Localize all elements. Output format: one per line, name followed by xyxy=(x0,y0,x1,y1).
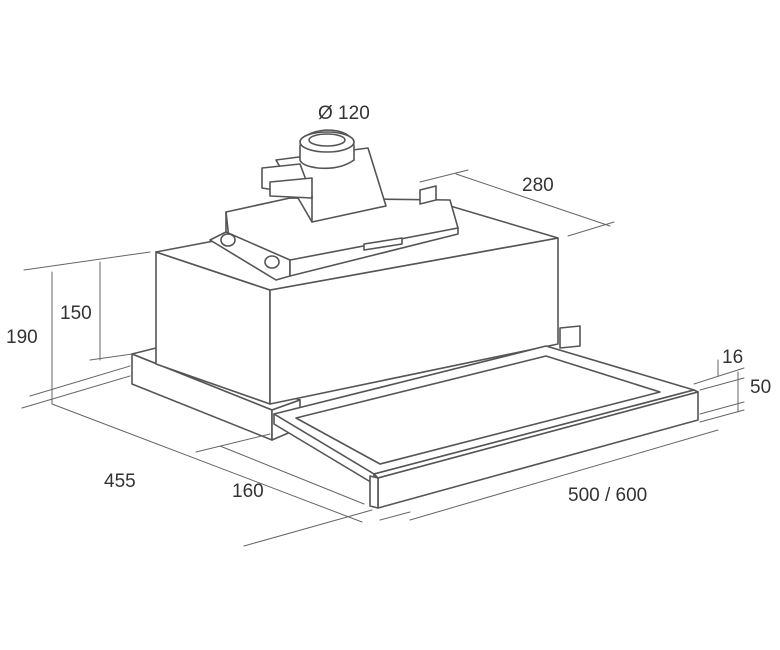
front-panel xyxy=(369,389,699,509)
duct-collar xyxy=(299,129,355,170)
hood-body xyxy=(155,199,559,405)
duct-diameter-label: Ø 120 xyxy=(318,103,370,124)
slide-depth-label: 160 xyxy=(232,481,264,502)
mounting-hole-icon xyxy=(264,255,280,269)
total-depth-label: 455 xyxy=(104,471,136,492)
depth-top-label: 280 xyxy=(522,175,554,196)
motor-housing xyxy=(261,147,387,223)
motor-plate xyxy=(209,185,459,281)
front-panel-thickness-label: 16 xyxy=(722,347,744,368)
dimension-lines xyxy=(21,169,745,547)
total-height-label: 190 xyxy=(6,327,38,348)
slide-out-tray xyxy=(273,345,695,485)
mounting-hole-icon xyxy=(220,233,236,247)
body-height-label: 150 xyxy=(60,303,92,324)
width-label: 500 / 600 xyxy=(568,485,648,506)
front-panel-height-label: 50 xyxy=(750,377,772,398)
